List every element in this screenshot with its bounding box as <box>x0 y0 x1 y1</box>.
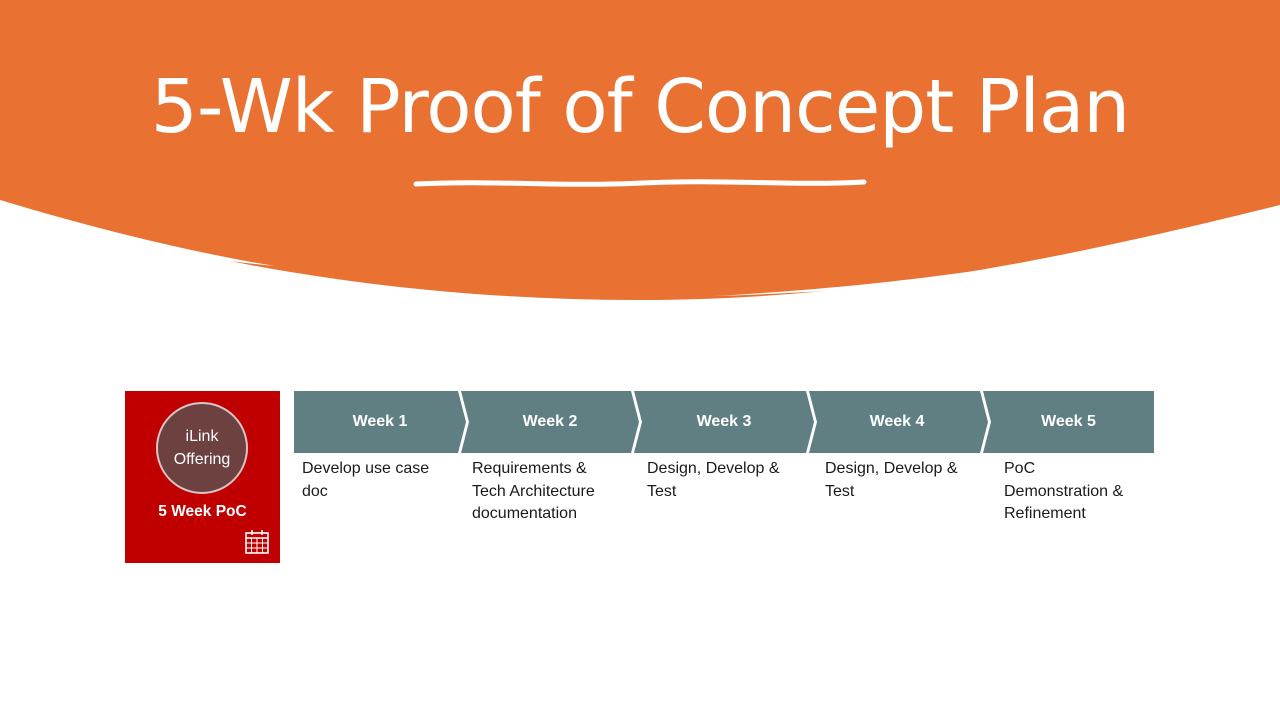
week-4-label: Week 4 <box>869 413 925 430</box>
week-chevron-4 <box>809 391 988 453</box>
week-2-description: Requirements & Tech Architecture documen… <box>472 460 595 522</box>
offering-label: 5 Week PoC <box>158 503 247 520</box>
week-1-description: Develop use case doc <box>302 460 430 500</box>
slide-title: 5-Wk Proof of Concept Plan <box>150 64 1130 150</box>
header-banner <box>0 0 1280 300</box>
offering-circle: iLink Offering <box>156 402 248 494</box>
calendar-icon <box>245 530 269 554</box>
week-chevron-5 <box>983 391 1154 453</box>
week-5-description: PoC Demonstration & Refinement <box>1004 460 1124 522</box>
week-chevron-3 <box>634 391 814 453</box>
offering-badge: iLink Offering 5 Week PoC <box>125 391 280 563</box>
week-4-description: Design, Develop & Test <box>825 460 958 500</box>
week-chevron-1 <box>294 391 466 453</box>
week-1-label: Week 1 <box>352 413 408 430</box>
offering-circle-text: iLink Offering <box>173 428 231 468</box>
week-3-label: Week 3 <box>696 413 752 430</box>
week-3-description: Design, Develop & Test <box>647 460 780 500</box>
week-timeline <box>294 391 1154 453</box>
week-5-label: Week 5 <box>1041 413 1096 430</box>
week-2-label: Week 2 <box>522 413 578 430</box>
title-underline <box>413 179 867 187</box>
week-chevron-2 <box>461 391 639 453</box>
